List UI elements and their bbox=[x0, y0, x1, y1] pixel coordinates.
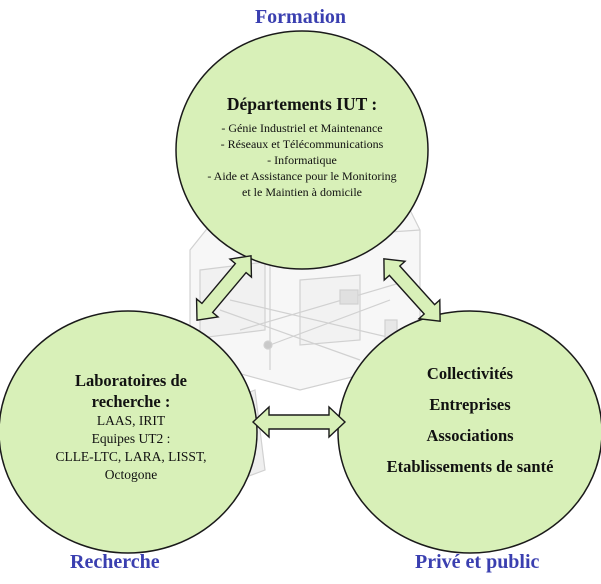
prive-circle bbox=[337, 310, 601, 554]
formation-item: - Réseaux et Télécommunications bbox=[220, 137, 384, 151]
formation-title: Départements IUT : bbox=[226, 94, 378, 114]
recherche-text: Laboratoires de recherche : LAAS, IRIT E… bbox=[0, 370, 262, 484]
prive-text: Collectivités Entreprises Associations E… bbox=[345, 358, 595, 482]
label-formation: Formation bbox=[254, 6, 347, 28]
prive-item: Associations bbox=[426, 426, 514, 445]
recherche-item: Equipes UT2 : bbox=[91, 431, 171, 446]
prive-item: Entreprises bbox=[429, 395, 511, 414]
formation-item: et le Maintien à domicile bbox=[242, 185, 362, 199]
formation-circle bbox=[175, 30, 429, 270]
double-arrow-formation-recherche bbox=[195, 255, 253, 321]
label-prive-public: Privé et public bbox=[415, 551, 540, 573]
prive-item: Collectivités bbox=[426, 364, 514, 383]
formation-item: - Aide et Assistance pour le Monitoring bbox=[207, 169, 397, 183]
recherche-item: CLLE-LTC, LARA, LISST, bbox=[55, 449, 207, 464]
formation-item: - Génie Industriel et Maintenance bbox=[221, 121, 383, 135]
double-arrow-recherche-prive bbox=[251, 405, 347, 439]
recherche-item: Octogone bbox=[104, 467, 158, 482]
recherche-title-line2: recherche : bbox=[91, 392, 171, 411]
formation-item: - Informatique bbox=[267, 153, 337, 167]
label-recherche: Recherche bbox=[70, 551, 160, 573]
prive-item: Etablissements de santé bbox=[386, 457, 554, 476]
recherche-title-line1: Laboratoires de bbox=[75, 371, 187, 390]
formation-text: Départements IUT : - Génie Industriel et… bbox=[176, 94, 428, 200]
recherche-item: LAAS, IRIT bbox=[96, 413, 166, 428]
recherche-circle bbox=[0, 310, 258, 554]
double-arrow-formation-prive bbox=[383, 257, 441, 323]
